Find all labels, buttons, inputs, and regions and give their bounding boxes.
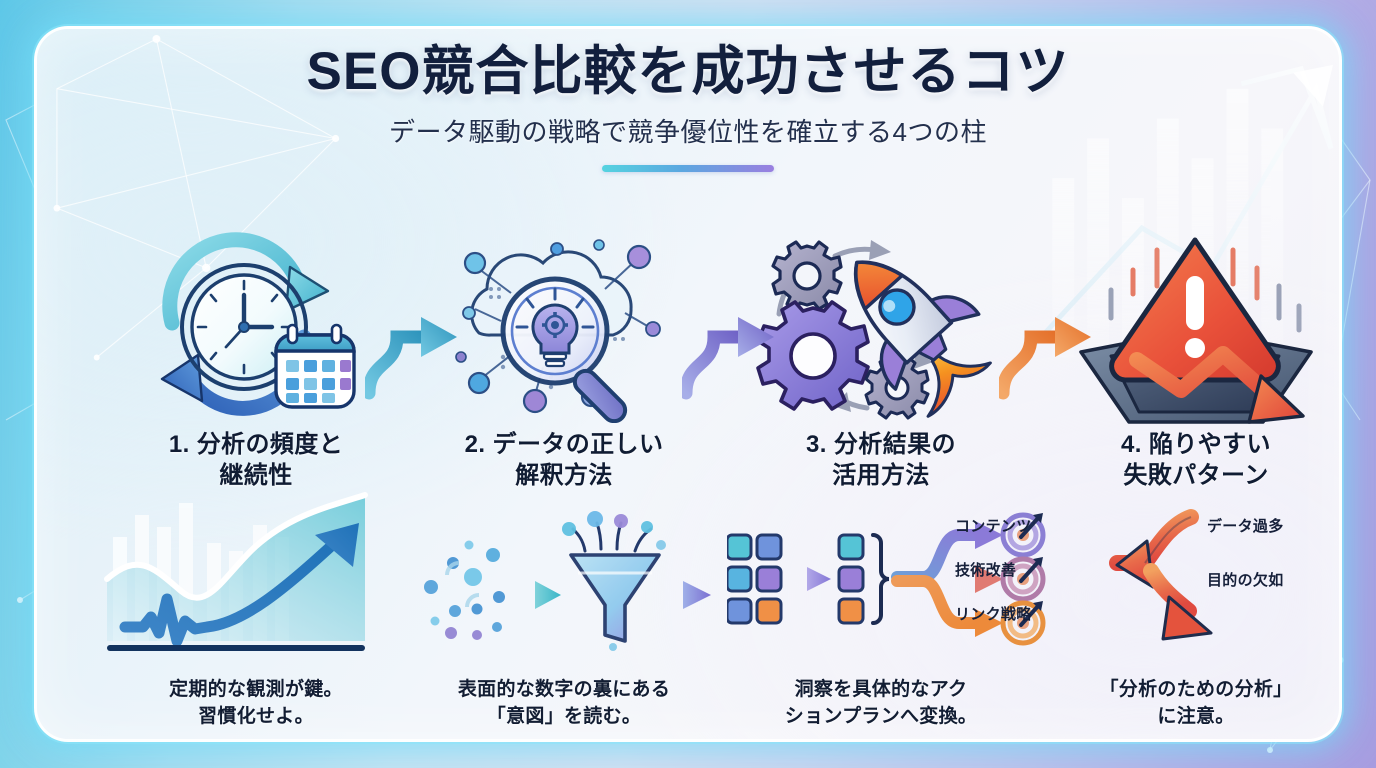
pillar-column-1: 1. 分析の頻度と 継続性 [127,225,385,491]
pillar-heading-3: 3. 分析結果の 活用方法 [752,429,1010,491]
connector-arrow-3-4 [996,297,1095,401]
pillar-caption-4-line2: に注意。 [1157,705,1235,727]
pillar-caption-2: 表面的な数字の裏にある 「意図」を読む。 [435,677,693,731]
pillar-heading-4-line2: 失敗パターン [1123,462,1269,490]
pillar-caption-1-line2: 習慣化せよ。 [198,705,314,727]
pitfall-arrow: データ過多 目的の欠如 [1059,507,1339,653]
clock-calendar-cycle-icon [127,225,385,425]
grid-to-targets-flow: コンテンツ 技術改善 リンク戦略 [725,511,1057,657]
pillar-heading-1-line1: 1. 分析の頻度と [168,431,344,458]
pillar-heading-1-line2: 継続性 [219,462,293,490]
header: SEO競合比較を成功させるコツ データ駆動の戦略で競争優位性を確立する4つの柱 [37,42,1339,173]
data-funnel-flow [415,511,715,651]
header-divider [602,165,774,173]
growth-trend-chart [103,481,399,667]
pillar-caption-2-line2: 「意図」を読む。 [486,705,642,727]
pillar-column-3: 3. 分析結果の 活用方法 [752,225,1010,491]
target-label-technical: 技術改善 [955,562,1017,579]
page-subtitle: データ駆動の戦略で競争優位性を確立する4つの柱 [389,117,987,148]
pillar-caption-3: 洞察を具体的なアク ションプランへ変換。 [752,677,1010,731]
target-label-content: コンテンツ [955,518,1032,535]
pillar-column-2: 2. データの正しい 解釈方法 [435,225,693,491]
warning-downtrend-pit-icon [1067,225,1325,425]
pillar-caption-4-line1: 「分析のための分析」 [1099,679,1293,700]
pillar-caption-3-line2: ションプランへ変換。 [784,705,978,727]
cloud-magnifier-lightbulb-icon [435,225,693,425]
pitfall-label-no-purpose: 目的の欠如 [1207,572,1284,589]
pillar-caption-3-line1: 洞察を具体的なアク [794,679,968,700]
pillar-heading-2: 2. データの正しい 解釈方法 [435,429,693,491]
pillar-caption-1-line1: 定期的な観測が鍵。 [169,679,343,700]
pillar-heading-2-line1: 2. データの正しい [464,431,664,458]
pillar-heading-3-line2: 活用方法 [832,462,930,490]
target-label-link: リンク戦略 [955,606,1032,623]
pillar-caption-1: 定期的な観測が鍵。 習慣化せよ。 [127,677,385,731]
pillar-caption-2-line1: 表面的な数字の裏にある [457,679,671,700]
pillar-column-4: 4. 陥りやすい 失敗パターン [1067,225,1325,491]
connector-arrow-1-2 [362,297,461,401]
page-title: SEO競合比較を成功させるコツ [306,42,1070,101]
pillar-heading-4-line1: 4. 陥りやすい [1121,431,1271,458]
pillar-heading-3-line1: 3. 分析結果の [806,431,956,458]
pitfall-label-too-much-data: データ過多 [1207,518,1284,535]
gears-rocket-icon [752,225,1010,425]
pillar-heading-1: 1. 分析の頻度と 継続性 [127,429,385,491]
pillar-caption-4: 「分析のための分析」 に注意。 [1067,677,1325,731]
pillar-heading-2-line2: 解釈方法 [515,462,613,490]
pillar-heading-4: 4. 陥りやすい 失敗パターン [1067,429,1325,491]
infographic-card: SEO競合比較を成功させるコツ データ駆動の戦略で競争優位性を確立する4つの柱 [34,26,1342,742]
connector-arrow-2-3 [679,297,778,401]
